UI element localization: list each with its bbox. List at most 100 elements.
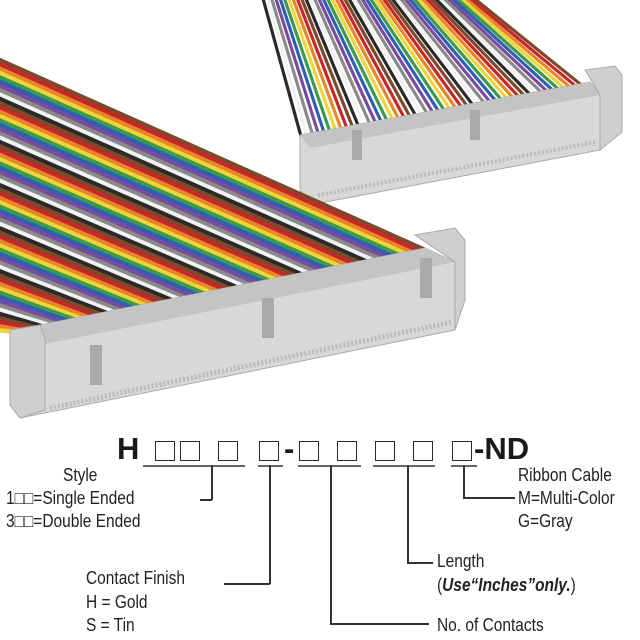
wire <box>391 0 477 110</box>
top-connector <box>299 65 623 206</box>
finish-leader <box>269 465 271 584</box>
wire <box>0 118 336 271</box>
wire <box>356 0 431 118</box>
wire <box>378 0 460 113</box>
wire <box>0 74 401 258</box>
wire <box>326 0 391 125</box>
wire <box>0 187 233 292</box>
wire <box>0 96 368 264</box>
wire <box>300 0 356 132</box>
length-box-2 <box>413 441 433 461</box>
wire <box>270 0 316 139</box>
length-leader <box>407 465 409 563</box>
wire <box>0 286 84 322</box>
finish-option-tin: S = Tin <box>86 615 135 635</box>
wire <box>0 217 187 301</box>
wire <box>0 161 271 284</box>
length-note-open: ( <box>437 575 443 595</box>
wire <box>0 131 317 275</box>
contacts-box-2 <box>337 441 357 461</box>
wire <box>0 269 110 316</box>
wire <box>291 0 344 134</box>
wire <box>287 0 339 135</box>
finish-underline <box>258 465 283 467</box>
wire <box>0 169 258 286</box>
wire <box>0 238 155 307</box>
length-note-bold: Use“Inches”only. <box>442 575 571 595</box>
ribbon-title: Ribbon Cable <box>518 465 612 485</box>
wire <box>451 0 558 95</box>
ribbon-option-multicolor: M=Multi-Color <box>518 488 615 508</box>
wire <box>0 139 304 277</box>
wire <box>304 0 362 130</box>
wire <box>0 195 220 294</box>
wire <box>404 0 494 106</box>
wire <box>369 0 448 115</box>
wire <box>0 234 162 306</box>
finish-box <box>259 441 279 461</box>
wire <box>0 79 394 259</box>
wire <box>469 0 581 91</box>
wire <box>339 0 408 122</box>
ribbon-cable-assembly-image <box>0 0 623 419</box>
wire <box>0 307 51 328</box>
wire <box>365 0 442 116</box>
contacts-leader <box>330 465 332 624</box>
wire <box>0 122 330 272</box>
wire <box>0 165 265 285</box>
wire <box>0 113 342 270</box>
part-separator: - <box>284 431 295 466</box>
wire <box>0 148 291 280</box>
wire <box>360 0 437 117</box>
style-leader <box>211 465 213 500</box>
wire <box>399 0 489 108</box>
style-box-3 <box>218 441 238 461</box>
contact-finish-title: Contact Finish <box>86 568 185 588</box>
wire <box>0 299 64 326</box>
wire <box>0 247 142 310</box>
wire <box>373 0 454 114</box>
style-title: Style <box>63 465 98 485</box>
style-option-single: 1□□=Single Ended <box>6 488 135 508</box>
wire <box>0 225 174 303</box>
wire <box>456 0 563 94</box>
wire <box>0 126 323 273</box>
wire <box>0 243 149 309</box>
wire <box>460 0 569 93</box>
wire <box>0 273 103 318</box>
style-box-2 <box>180 441 200 461</box>
wire <box>0 135 310 276</box>
wire <box>347 0 419 120</box>
contacts-box-1 <box>299 441 319 461</box>
wire <box>0 182 239 290</box>
wire <box>0 204 207 297</box>
wire <box>0 200 213 296</box>
wire <box>0 92 375 263</box>
length-title: Length <box>437 551 485 571</box>
wire <box>438 0 540 98</box>
wire <box>317 0 379 127</box>
wire <box>0 156 278 283</box>
contacts-leader-h <box>330 623 429 625</box>
wire <box>417 0 512 103</box>
wire <box>382 0 466 112</box>
wire <box>0 277 97 319</box>
length-leader-h <box>407 562 433 564</box>
wire <box>0 281 90 320</box>
wire <box>0 100 362 266</box>
wire <box>0 174 252 288</box>
wire <box>309 0 368 129</box>
wire <box>0 191 226 293</box>
wire <box>0 87 381 262</box>
wire <box>0 260 123 314</box>
contacts-title: No. of Contacts <box>437 615 544 635</box>
wire <box>283 0 333 136</box>
wire <box>0 303 58 327</box>
wire <box>322 0 385 126</box>
wire <box>0 83 388 260</box>
wire <box>0 290 77 323</box>
wire <box>412 0 506 104</box>
style-option-double: 3□□=Double Ended <box>6 511 141 531</box>
wire <box>352 0 425 119</box>
wire <box>278 0 327 137</box>
